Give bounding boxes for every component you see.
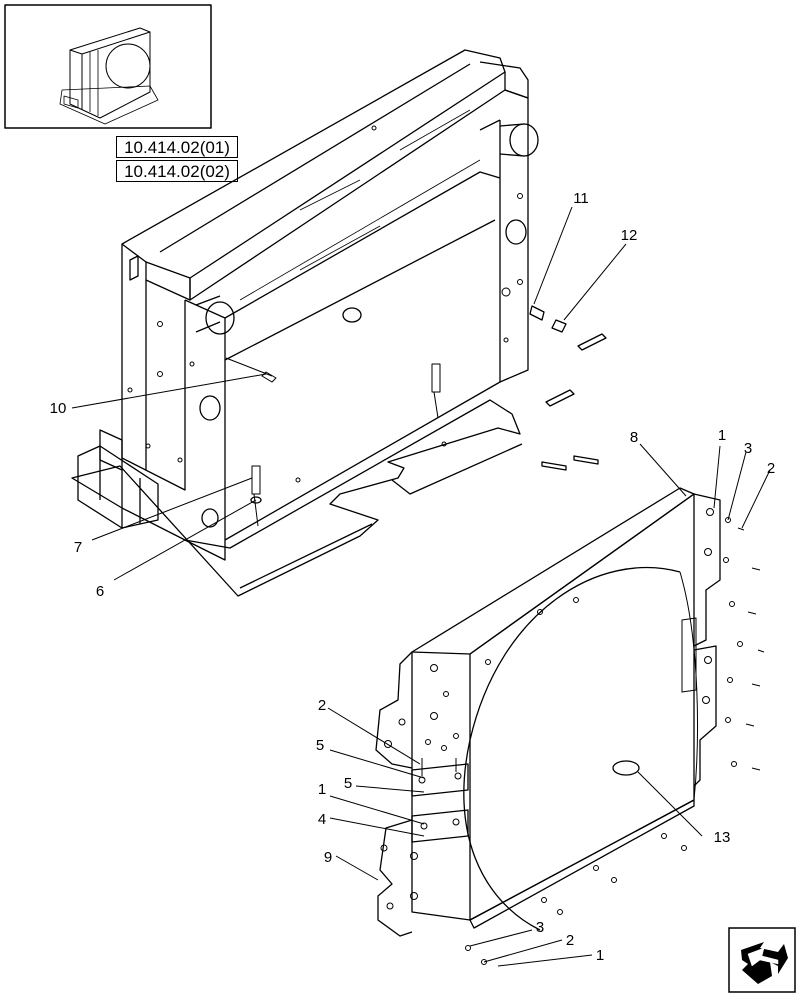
radiator-frame <box>71 49 539 597</box>
callout-1-upper: 1 <box>718 427 726 444</box>
callout-12: 12 <box>621 227 638 244</box>
callout-7: 7 <box>74 539 82 556</box>
reference-label-2: 10.414.02(02) <box>116 160 238 182</box>
callout-numbers: 11 12 10 8 1 3 2 7 6 2 5 5 1 4 9 13 3 2 … <box>50 190 776 964</box>
fan-shroud <box>375 487 721 937</box>
hardware-bolts <box>418 517 765 965</box>
callout-10: 10 <box>50 400 67 417</box>
callout-13: 13 <box>714 829 731 846</box>
callout-11: 11 <box>573 190 589 207</box>
callout-3-upper: 3 <box>744 440 752 457</box>
leader-lines <box>71 206 771 967</box>
callout-3-lower: 3 <box>536 919 544 936</box>
callout-2-lower: 2 <box>566 932 574 949</box>
callout-1-lower: 1 <box>596 947 604 964</box>
callout-9: 9 <box>324 849 332 866</box>
callout-8: 8 <box>630 429 638 446</box>
reference-label-1: 10.414.02(01) <box>116 136 238 158</box>
callout-2-left: 2 <box>318 697 326 714</box>
thumbnail-inset <box>4 4 212 129</box>
callout-2-upper: 2 <box>767 460 775 477</box>
callout-4: 4 <box>318 811 326 828</box>
next-page-arrow-icon[interactable] <box>728 927 796 993</box>
callout-5-upper: 5 <box>316 737 324 754</box>
callout-6: 6 <box>96 583 104 600</box>
frame-fasteners <box>225 305 607 527</box>
callout-1-left: 1 <box>318 781 326 798</box>
callout-5-lower: 5 <box>344 775 352 792</box>
